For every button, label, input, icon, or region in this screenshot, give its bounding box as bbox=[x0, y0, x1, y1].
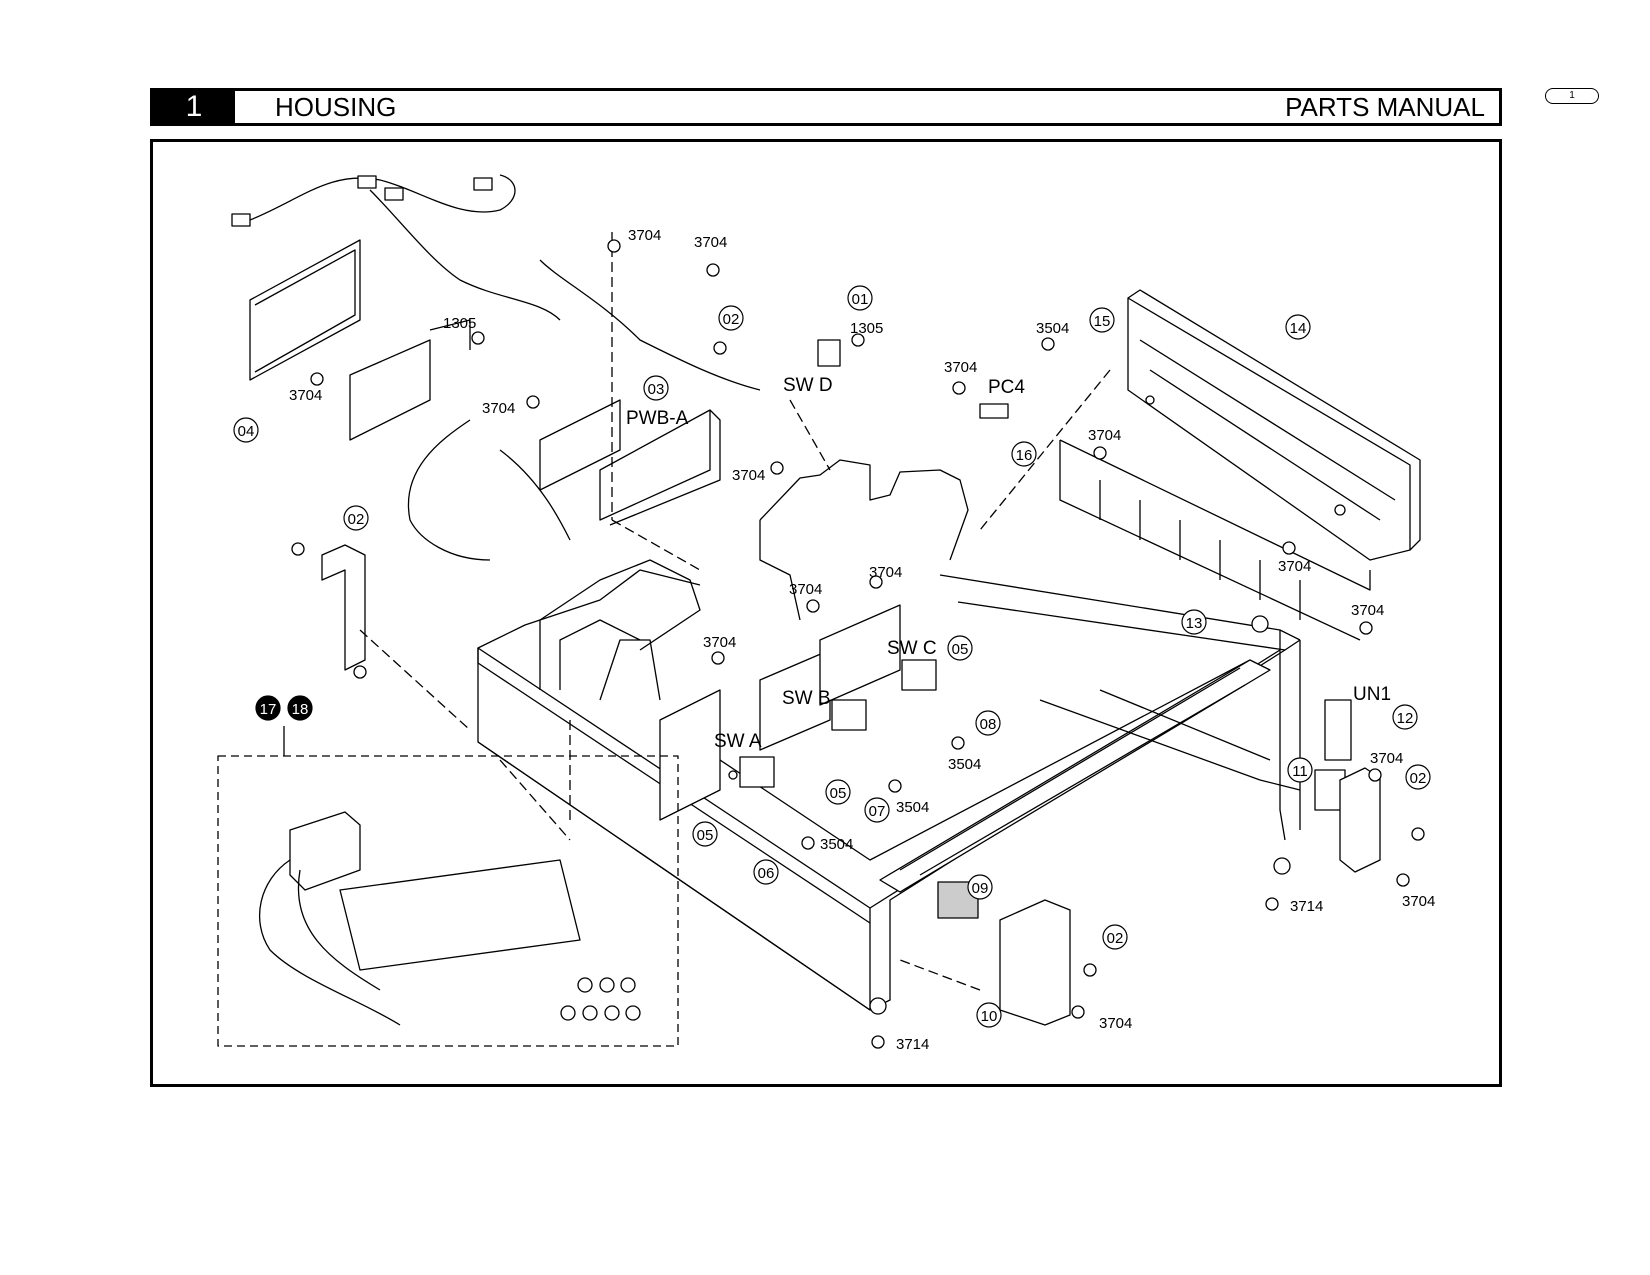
callouts: 01 02 03 04 02 15 14 16 13 05 08 12 11 0… bbox=[233, 285, 1431, 1028]
callout-11: 11 bbox=[1287, 757, 1313, 783]
callout-12: 12 bbox=[1392, 704, 1418, 730]
svg-text:18: 18 bbox=[292, 701, 309, 718]
svg-text:07: 07 bbox=[869, 803, 886, 820]
bracket-02-left-drawing bbox=[321, 544, 366, 671]
callout-15: 15 bbox=[1089, 307, 1115, 333]
svg-text:11: 11 bbox=[1292, 763, 1308, 780]
section-number: 1 bbox=[153, 91, 235, 123]
svg-text:16: 16 bbox=[1016, 447, 1033, 464]
housing-frame-drawing bbox=[477, 459, 1301, 1011]
section-title: HOUSING bbox=[275, 92, 397, 122]
screw-label: 3504 bbox=[896, 799, 929, 816]
pc4-label: PC4 bbox=[988, 377, 1025, 398]
sw-b-label: SW B bbox=[782, 688, 831, 709]
svg-text:04: 04 bbox=[238, 423, 255, 440]
screw-label: 3704 bbox=[732, 467, 765, 484]
screw-label: 3704 bbox=[1370, 750, 1403, 767]
sw-d-label: SW D bbox=[783, 375, 833, 396]
callout-16: 16 bbox=[1011, 441, 1037, 467]
callout-14: 14 bbox=[1285, 314, 1311, 340]
svg-text:02: 02 bbox=[723, 311, 740, 328]
screw-label: 1305 bbox=[443, 315, 476, 332]
screw-label: 3704 bbox=[1088, 427, 1121, 444]
callout-17: 17 bbox=[255, 695, 281, 721]
callout-09: 09 bbox=[967, 874, 993, 900]
svg-text:15: 15 bbox=[1094, 313, 1111, 330]
callout-10: 10 bbox=[976, 1002, 1002, 1028]
svg-text:03: 03 bbox=[648, 381, 665, 398]
exploded-view-diagram: 01 02 03 04 02 15 14 16 13 05 08 12 11 0… bbox=[217, 174, 1435, 1053]
callout-05-b: 05 bbox=[825, 779, 851, 805]
leader-lines bbox=[359, 232, 1111, 991]
svg-text:09: 09 bbox=[972, 880, 989, 897]
svg-text:10: 10 bbox=[981, 1008, 998, 1025]
section-header: 1 HOUSING PARTS MANUAL bbox=[150, 88, 1502, 126]
screw-label: 1305 bbox=[850, 320, 883, 337]
svg-text:14: 14 bbox=[1290, 320, 1307, 337]
callout-05-c: 05 bbox=[692, 821, 718, 847]
callout-02-d: 02 bbox=[1102, 924, 1128, 950]
screw-label: 3704 bbox=[703, 634, 736, 651]
screw-label: 3504 bbox=[1036, 320, 1069, 337]
screw-label: 3704 bbox=[1278, 558, 1311, 575]
callout-02-a: 02 bbox=[718, 305, 744, 331]
screw-label: 3714 bbox=[896, 1036, 929, 1053]
pwb-a-label: PWB-A bbox=[626, 408, 689, 429]
screw-label: 3704 bbox=[1351, 602, 1384, 619]
switch-assemblies-drawing bbox=[739, 339, 1381, 1026]
svg-text:02: 02 bbox=[1410, 770, 1427, 787]
svg-text:17: 17 bbox=[260, 701, 277, 718]
svg-text:02: 02 bbox=[1107, 930, 1124, 947]
page-number-tab: 1 bbox=[1545, 88, 1599, 104]
svg-text:06: 06 bbox=[758, 865, 775, 882]
callout-06: 06 bbox=[753, 859, 779, 885]
callout-08: 08 bbox=[975, 710, 1001, 736]
screw-label: 3504 bbox=[948, 756, 981, 773]
un1-label: UN1 bbox=[1353, 684, 1391, 705]
screw-label: 3704 bbox=[628, 227, 661, 244]
screw-label: 3704 bbox=[482, 400, 515, 417]
option-kit-group bbox=[217, 726, 679, 1047]
manual-label: PARTS MANUAL bbox=[1285, 92, 1485, 122]
pwb-bracket-drawing bbox=[231, 174, 761, 561]
callout-02-c: 02 bbox=[1405, 764, 1431, 790]
screw-label: 3704 bbox=[694, 234, 727, 251]
callout-02-b: 02 bbox=[343, 505, 369, 531]
callout-18: 18 bbox=[287, 695, 313, 721]
component-labels: PWB-A SW A SW B SW C SW D PC4 UN1 bbox=[626, 375, 1391, 752]
screw-label: 3704 bbox=[869, 564, 902, 581]
screw-label: 3704 bbox=[789, 581, 822, 598]
callout-07: 07 bbox=[864, 797, 890, 823]
sw-c-label: SW C bbox=[887, 638, 937, 659]
screw-label: 3504 bbox=[820, 836, 853, 853]
svg-text:05: 05 bbox=[952, 641, 969, 658]
svg-text:05: 05 bbox=[697, 827, 714, 844]
screw-label: 3704 bbox=[1099, 1015, 1132, 1032]
screw-label: 3704 bbox=[1402, 893, 1435, 910]
screw-label: 3714 bbox=[1290, 898, 1323, 915]
callout-13: 13 bbox=[1181, 609, 1207, 635]
callout-03: 03 bbox=[643, 375, 669, 401]
svg-text:05: 05 bbox=[830, 785, 847, 802]
svg-text:12: 12 bbox=[1397, 710, 1414, 727]
svg-text:02: 02 bbox=[348, 511, 365, 528]
callout-05-a: 05 bbox=[947, 635, 973, 661]
svg-text:13: 13 bbox=[1186, 615, 1203, 632]
exploded-view-frame: 01 02 03 04 02 15 14 16 13 05 08 12 11 0… bbox=[150, 139, 1502, 1087]
screw-label: 3704 bbox=[944, 359, 977, 376]
callout-04: 04 bbox=[233, 417, 259, 443]
svg-text:01: 01 bbox=[852, 291, 869, 308]
screw-label: 3704 bbox=[289, 387, 322, 404]
screw-markers bbox=[291, 239, 1425, 1049]
sw-a-label: SW A bbox=[714, 731, 762, 752]
screw-labels: 3704 3704 1305 1305 3704 3704 3704 3504 … bbox=[289, 227, 1435, 1053]
callout-01: 01 bbox=[847, 285, 873, 311]
rear-cover-drawing bbox=[1059, 289, 1421, 641]
svg-text:08: 08 bbox=[980, 716, 997, 733]
